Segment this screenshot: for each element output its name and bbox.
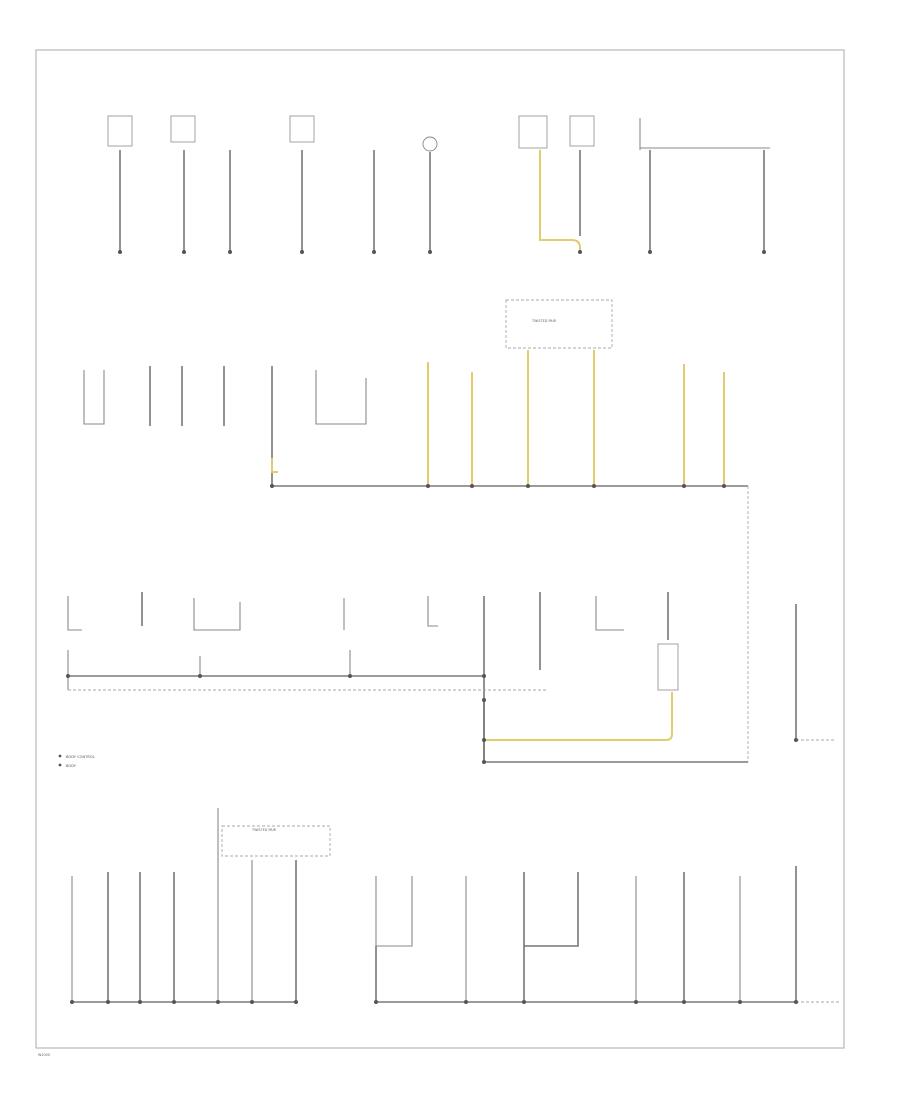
yellow-splice [271,458,278,473]
diagram-code: W2000 [38,1053,50,1057]
ground-terminal-group [70,1000,798,1004]
component-box [170,115,196,143]
ground-terminal-group [270,484,726,488]
ground-terminal-group [66,674,798,764]
legend-item: BODY [66,764,77,768]
row-2-circuits: TWISTED PAIR [83,299,749,762]
legend-item: BODY CONTROL [66,755,95,759]
shield-label: TWISTED PAIR [251,828,277,832]
component-box [107,115,133,147]
legend: BODY CONTROL BODY [58,754,95,768]
ground-wire [67,596,82,631]
shield-box [221,825,331,857]
lamp-symbol [422,136,438,152]
ground-terminal-group [118,250,766,254]
ground-wire [375,876,413,947]
component-box [289,115,315,143]
yellow-ground-wire [539,150,581,252]
yellow-ground-wire [484,692,673,741]
diagram-frame [35,49,845,1049]
ground-wire [523,872,579,947]
ground-wire [427,596,438,627]
ground-wire [315,370,367,425]
component-box [657,643,679,691]
ground-wire [595,596,624,631]
row-1-circuits [107,115,770,254]
ground-wire [193,598,241,631]
component-box [569,115,595,147]
row-4-circuits: TWISTED PAIR [70,808,840,1004]
ground-wire [83,370,105,425]
shield-box [505,299,613,349]
row-3-circuits [66,592,836,764]
shield-label: TWISTED PAIR [531,319,557,323]
component-box [518,115,548,149]
